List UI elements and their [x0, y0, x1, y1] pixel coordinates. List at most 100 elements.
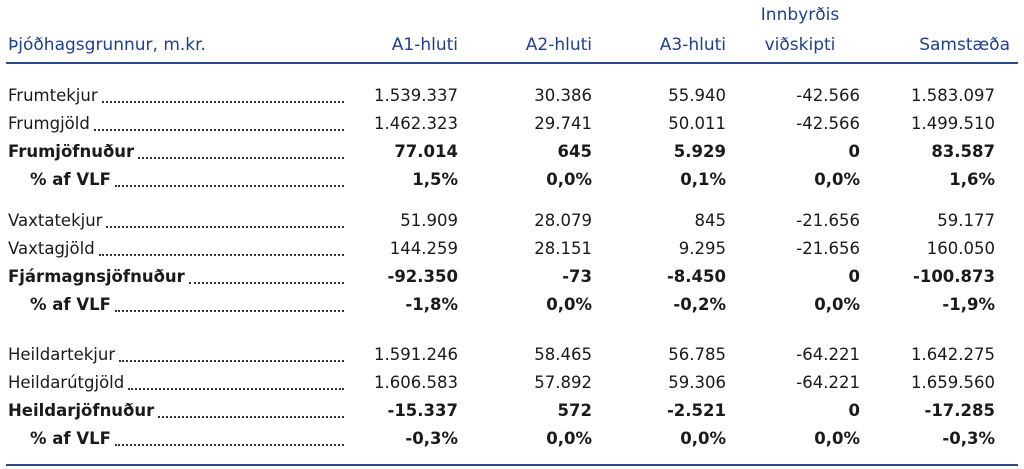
- cell-a2: 29.741: [534, 114, 592, 133]
- leader-dots: [128, 388, 344, 390]
- cell-a1: 77.014: [394, 142, 458, 161]
- cell-consolidated: -100.873: [912, 267, 995, 286]
- table-row: Vaxtatekjur 51.909 28.079 845 -21.656 59…: [0, 208, 1024, 234]
- cell-a1: 1.606.583: [374, 373, 458, 392]
- cell-a3: 9.295: [678, 239, 726, 258]
- cell-a3: 0,0%: [680, 429, 726, 448]
- cell-a2: 645: [557, 142, 592, 161]
- table-row: % af VLF -0,3% 0,0% 0,0% 0,0% -0,3%: [0, 426, 1024, 452]
- cell-a1: 144.259: [389, 239, 458, 258]
- cell-a3: -2.521: [666, 401, 726, 420]
- leader-dots: [114, 444, 344, 446]
- cell-a1: 51.909: [400, 211, 458, 230]
- column-header-internal: Innbyrðis viðskipti: [740, 4, 860, 56]
- column-header-consolidated: Samstæða: [919, 35, 1010, 55]
- table-row: Heildarjöfnuður -15.337 572 -2.521 0 -17…: [0, 398, 1024, 424]
- row-label: Vaxtagjöld: [8, 236, 344, 262]
- row-label: % af VLF: [30, 292, 344, 318]
- cell-a1: 1.591.246: [374, 345, 458, 364]
- cell-a3: 55.940: [668, 86, 726, 105]
- cell-a3: -0,2%: [673, 295, 726, 314]
- cell-consolidated: 1.499.510: [911, 114, 995, 133]
- leader-dots: [158, 416, 344, 418]
- table-row: Heildarútgjöld 1.606.583 57.892 59.306 -…: [0, 370, 1024, 396]
- cell-a3: 5.929: [673, 142, 726, 161]
- cell-consolidated: 1.583.097: [911, 86, 995, 105]
- cell-a1: 1.539.337: [374, 86, 458, 105]
- row-label: Fjármagnsjöfnuður: [8, 264, 344, 290]
- row-label: Vaxtatekjur: [8, 208, 344, 234]
- cell-a2: 28.079: [534, 211, 592, 230]
- cell-a1: -0,3%: [405, 429, 458, 448]
- cell-internal: -64.221: [796, 345, 860, 364]
- cell-consolidated: 59.177: [937, 211, 995, 230]
- table-row: Frumjöfnuður 77.014 645 5.929 0 83.587: [0, 139, 1024, 165]
- cell-consolidated: 83.587: [931, 142, 995, 161]
- table-row: % af VLF -1,8% 0,0% -0,2% 0,0% -1,9%: [0, 292, 1024, 318]
- cell-internal: -21.656: [796, 211, 860, 230]
- column-header-internal-line2: viðskipti: [764, 35, 836, 55]
- row-label: Frumgjöld: [8, 111, 344, 137]
- cell-a1: -92.350: [387, 267, 458, 286]
- cell-consolidated: 1.659.560: [911, 373, 995, 392]
- cell-a1: -15.337: [387, 401, 458, 420]
- cell-a1: 1,5%: [412, 170, 458, 189]
- cell-a2: 30.386: [534, 86, 592, 105]
- table-row: % af VLF 1,5% 0,0% 0,1% 0,0% 1,6%: [0, 167, 1024, 193]
- cell-consolidated: 1.642.275: [911, 345, 995, 364]
- cell-a3: 845: [694, 211, 727, 230]
- leader-dots: [114, 310, 344, 312]
- cell-a3: 59.306: [668, 373, 726, 392]
- table-row: Frumgjöld 1.462.323 29.741 50.011 -42.56…: [0, 111, 1024, 137]
- cell-a1: 1.462.323: [374, 114, 458, 133]
- cell-a2: 0,0%: [546, 295, 592, 314]
- column-header-a3: A3-hluti: [659, 35, 726, 55]
- cell-a3: -8.450: [666, 267, 726, 286]
- table-title: Þjóðhagsgrunnur, m.kr.: [8, 35, 206, 55]
- row-label: % af VLF: [30, 167, 344, 193]
- cell-a2: 572: [557, 401, 592, 420]
- cell-a1: -1,8%: [405, 295, 458, 314]
- cell-a3: 0,1%: [680, 170, 726, 189]
- cell-internal: -21.656: [796, 239, 860, 258]
- cell-consolidated: 160.050: [926, 239, 995, 258]
- row-label: Frumtekjur: [8, 83, 344, 109]
- row-label: Frumjöfnuður: [8, 139, 344, 165]
- cell-internal: 0: [848, 267, 860, 286]
- leader-dots: [106, 226, 344, 228]
- cell-internal: -64.221: [796, 373, 860, 392]
- row-label: Heildarjöfnuður: [8, 398, 344, 424]
- cell-a2: 0,0%: [546, 170, 592, 189]
- leader-dots: [188, 282, 344, 284]
- cell-internal: -42.566: [796, 86, 860, 105]
- table-row: Vaxtagjöld 144.259 28.151 9.295 -21.656 …: [0, 236, 1024, 262]
- column-header-a2: A2-hluti: [525, 35, 592, 55]
- leader-dots: [98, 254, 344, 256]
- cell-internal: -42.566: [796, 114, 860, 133]
- table-row: Fjármagnsjöfnuður -92.350 -73 -8.450 0 -…: [0, 264, 1024, 290]
- cell-internal: 0,0%: [814, 295, 860, 314]
- header-rule: [6, 62, 1018, 64]
- cell-a3: 56.785: [668, 345, 726, 364]
- leader-dots: [138, 157, 344, 159]
- cell-a3: 50.011: [668, 114, 726, 133]
- cell-a2: 58.465: [534, 345, 592, 364]
- leader-dots: [119, 360, 344, 362]
- column-header-internal-line1: Innbyrðis: [760, 5, 840, 25]
- cell-internal: 0: [848, 401, 860, 420]
- cell-a2: 57.892: [534, 373, 592, 392]
- cell-a2: -73: [562, 267, 592, 286]
- cell-internal: 0,0%: [814, 170, 860, 189]
- row-label: % af VLF: [30, 426, 344, 452]
- cell-consolidated: 1,6%: [949, 170, 995, 189]
- row-label: Heildartekjur: [8, 342, 344, 368]
- row-label: Heildarútgjöld: [8, 370, 344, 396]
- table-header: Þjóðhagsgrunnur, m.kr. A1-hluti A2-hluti…: [0, 0, 1024, 64]
- column-header-a1: A1-hluti: [391, 35, 458, 55]
- cell-consolidated: -1,9%: [942, 295, 995, 314]
- leader-dots: [93, 129, 344, 131]
- cell-a2: 28.151: [534, 239, 592, 258]
- leader-dots: [101, 101, 344, 103]
- cell-internal: 0,0%: [814, 429, 860, 448]
- table-row: Frumtekjur 1.539.337 30.386 55.940 -42.5…: [0, 83, 1024, 109]
